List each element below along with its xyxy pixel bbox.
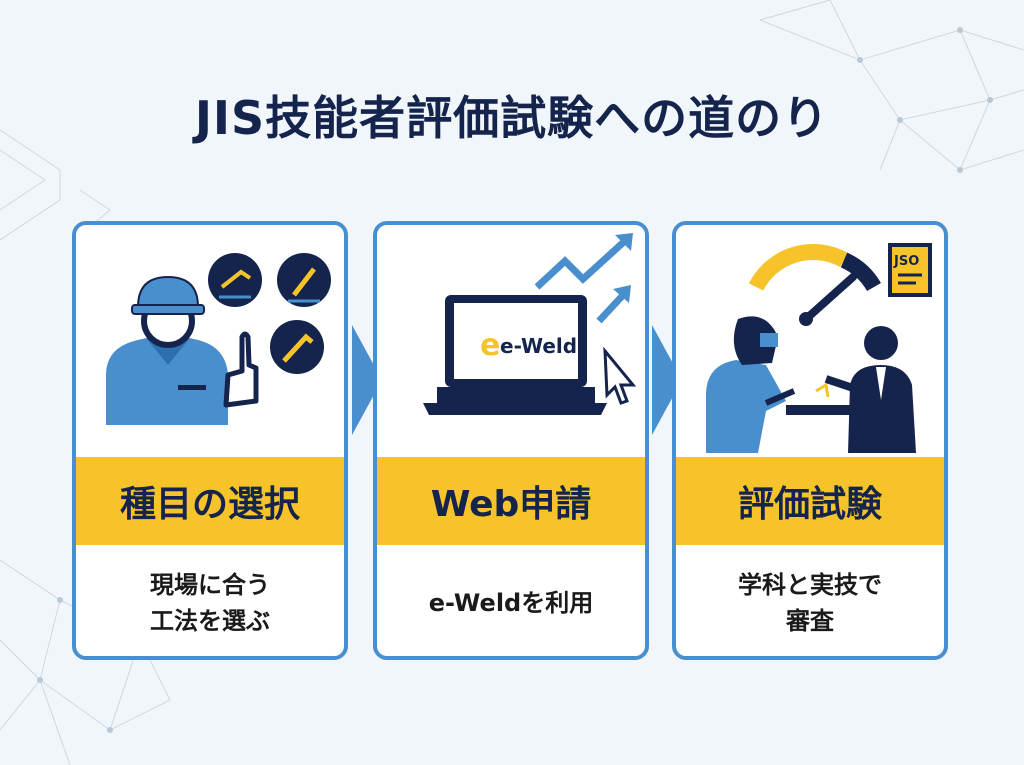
e-weld-logo: e e-Weld: [480, 328, 577, 363]
step-description: e-Weldを利用: [428, 588, 594, 617]
laptop-icon: [423, 295, 607, 415]
document-text: JSO: [893, 254, 919, 269]
welding-torch-icon: [208, 253, 331, 374]
step-label: 種目の選択: [76, 457, 344, 545]
selection-illustration: [106, 253, 331, 425]
page-title: JIS技能者評価試験への道のり: [194, 91, 830, 145]
step-label: Web申請: [377, 457, 645, 545]
chevron-right-icon: [652, 325, 682, 435]
step-card-web-application: e e-Weld Web申請 e-Weldを利用: [373, 221, 649, 660]
step-card-evaluation-test: JSO 評価試験 学科と実技で 審査: [672, 221, 948, 660]
welder-icon: [706, 316, 866, 453]
gauge-icon: [748, 244, 881, 326]
web-application-illustration: e e-Weld: [423, 233, 637, 415]
cursor-icon: [603, 346, 637, 405]
document-icon: JSO: [888, 243, 932, 297]
step-description: 学科と実技で 審査: [738, 570, 882, 635]
chevron-right-icon: [352, 325, 382, 435]
step-card-selection: 種目の選択 現場に合う 工法を選ぶ: [72, 221, 348, 660]
trend-arrow-icon: [534, 233, 633, 324]
evaluation-illustration: JSO: [706, 243, 932, 453]
worker-icon: [106, 275, 259, 425]
e-weld-logo-text: e-Weld: [500, 334, 577, 358]
step-description: 現場に合う 工法を選ぶ: [150, 570, 270, 635]
step-label: 評価試験: [676, 457, 944, 545]
examiner-icon: [824, 326, 916, 453]
svg-text:e: e: [480, 328, 500, 363]
